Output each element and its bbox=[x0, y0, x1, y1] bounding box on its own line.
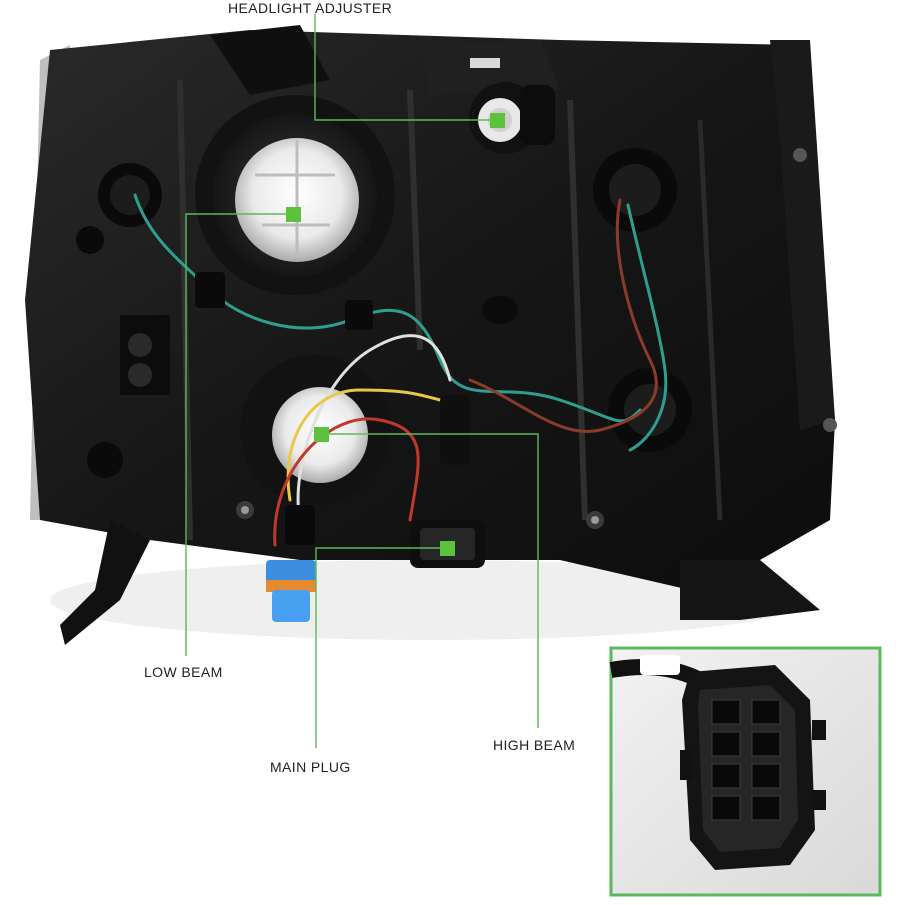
low-beam-bulb bbox=[195, 95, 395, 295]
label-low-beam: LOW BEAM bbox=[144, 664, 223, 680]
callout-line-high-beam bbox=[321, 433, 539, 728]
callout-markers bbox=[286, 113, 505, 556]
wire-red bbox=[273, 417, 420, 547]
main-plug-inset bbox=[609, 646, 882, 897]
callout-lines bbox=[185, 14, 539, 748]
floor-shadow bbox=[50, 560, 810, 640]
label-headlight-adjuster: HEADLIGHT ADJUSTER bbox=[228, 0, 393, 16]
callout-line-adjuster bbox=[314, 14, 498, 121]
callout-line-low-beam bbox=[185, 213, 293, 656]
wire-connectors bbox=[195, 272, 470, 545]
label-main-plug: MAIN PLUG bbox=[270, 759, 351, 775]
marker-high-beam bbox=[314, 427, 329, 442]
blue-plug bbox=[266, 560, 316, 622]
marker-low-beam bbox=[286, 207, 301, 222]
marker-main-plug bbox=[440, 541, 455, 556]
wire-teal-right bbox=[626, 203, 668, 452]
side-socket-right-upper bbox=[593, 148, 677, 232]
side-socket-right-lower bbox=[608, 368, 692, 452]
wire-white bbox=[296, 334, 452, 522]
wire-brown bbox=[468, 198, 658, 433]
label-high-beam: HIGH BEAM bbox=[493, 737, 576, 753]
wire-yellow bbox=[286, 388, 442, 502]
callout-line-main-plug bbox=[315, 547, 447, 748]
marker-adjuster bbox=[490, 113, 505, 128]
headlight-adjuster-knob bbox=[469, 82, 555, 154]
